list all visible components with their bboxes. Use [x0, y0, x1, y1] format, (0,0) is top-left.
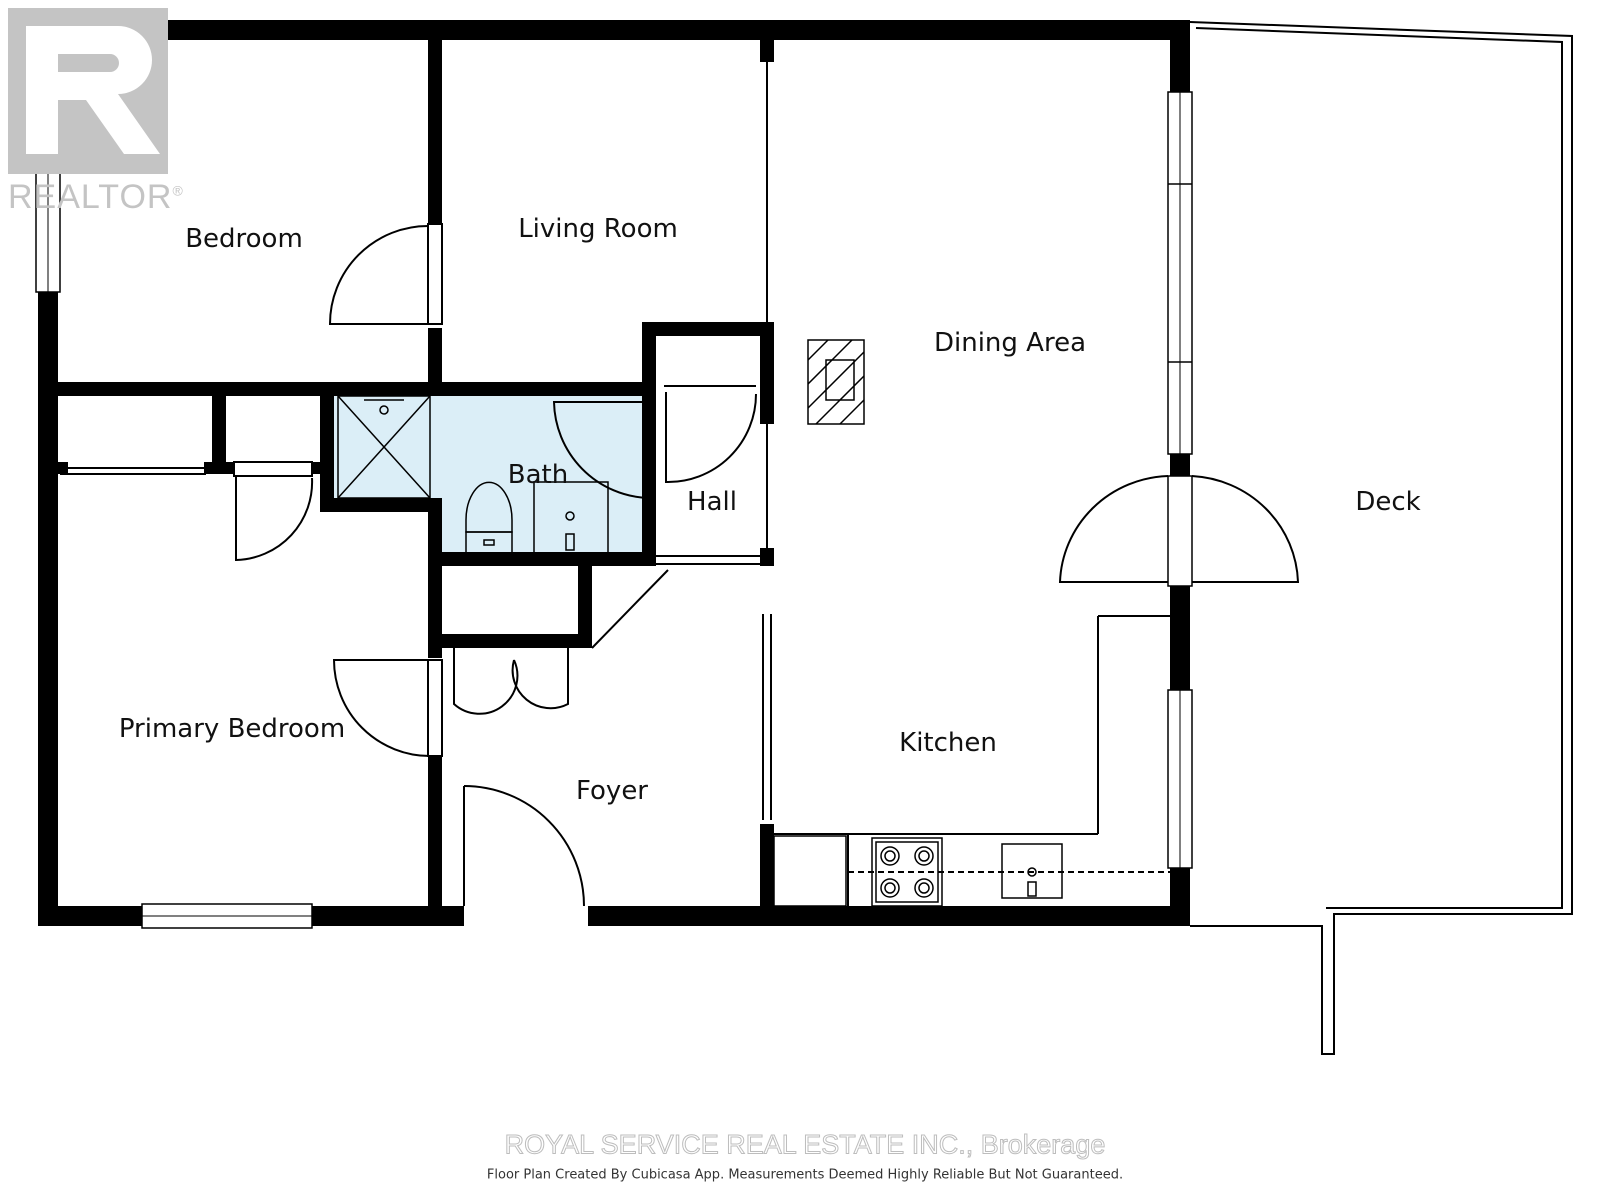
room-label-foyer: Foyer [575, 776, 649, 806]
counter [773, 835, 847, 907]
thin-partitions [60, 62, 1170, 906]
realtor-watermark: REALTOR® [8, 178, 184, 217]
registered-mark: ® [172, 182, 184, 199]
kitchen-sink-icon [1001, 843, 1063, 899]
fireplace-icon [807, 339, 865, 425]
room-label-kitchen: Kitchen [899, 728, 997, 758]
room-label-primary-bedroom: Primary Bedroom [118, 714, 346, 744]
room-label-hall: Hall [687, 487, 737, 517]
brokerage-watermark: ROYAL SERVICE REAL ESTATE INC., Brokerag… [504, 1129, 1106, 1160]
stove-icon [871, 837, 943, 907]
sink-icon [533, 481, 609, 555]
toilet-icon [465, 481, 513, 555]
realtor-logo-icon [8, 8, 168, 174]
shower-icon [337, 395, 431, 499]
room-label-living-room: Living Room [518, 214, 678, 244]
room-label-bath: Bath [507, 460, 569, 490]
realtor-watermark-text: REALTOR [8, 178, 173, 216]
floor-plan-credit: Floor Plan Created By Cubicasa App. Meas… [486, 1167, 1124, 1183]
room-label-bedroom: Bedroom [185, 224, 303, 254]
deck-outline [1189, 21, 1573, 1055]
doors [233, 223, 1300, 907]
room-label-deck: Deck [1355, 487, 1421, 517]
room-label-dining-area: Dining Area [933, 328, 1087, 358]
